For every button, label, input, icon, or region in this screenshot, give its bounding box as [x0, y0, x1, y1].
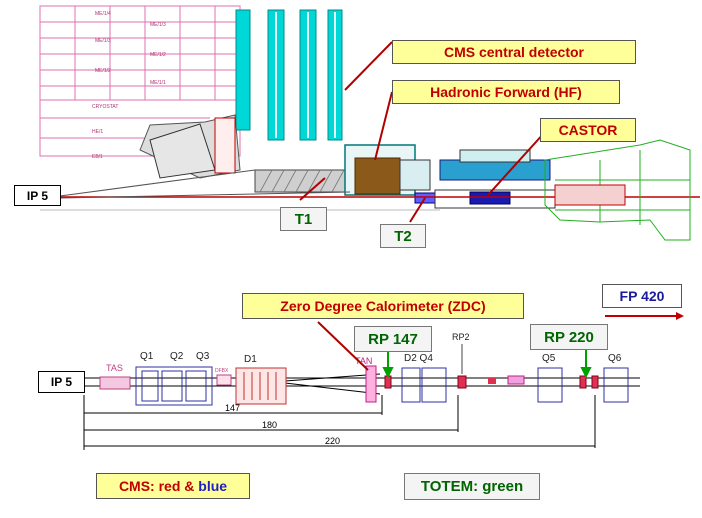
beamline-section: TAS Q1 Q2 Q3 DFBX D1 TAN D2 Q4 RP2 [83, 312, 684, 450]
cone-upper [59, 169, 256, 197]
label-ip5-top: IP 5 [14, 185, 61, 206]
label-cms-central-detector: CMS central detector [392, 40, 636, 64]
chamber-label: ME/1/3 [150, 22, 166, 28]
chamber-label: ME/1/3 [95, 38, 111, 44]
q3-label: Q3 [196, 351, 210, 362]
hf-calorimeter [354, 157, 401, 195]
tan-label: TAN [355, 356, 372, 366]
distance-147: 147 [225, 403, 240, 413]
endcap-calorimeter [139, 114, 241, 179]
pointer-arrows-top [299, 41, 546, 223]
d1-label: D1 [244, 354, 257, 365]
q1-label: Q1 [140, 351, 154, 362]
beam-diverge-lower [284, 382, 381, 395]
legend-cms-blue: blue [198, 478, 228, 494]
rp2-label: RP2 [452, 332, 470, 342]
rp220-pot-1 [579, 375, 587, 389]
tan-absorber [365, 365, 377, 403]
label-rp220: RP 220 [530, 324, 608, 350]
triplet-frame [135, 366, 213, 406]
rotating-shielding [544, 139, 691, 241]
muon-chamber-grid [39, 5, 241, 157]
chamber-label: ME/1/2 [95, 68, 111, 74]
muon-chamber-labels: ME/1/4 ME/1/3 ME/1/3 ME/1/2 ME/1/2 ME/1/… [92, 11, 166, 160]
chamber-label: ME/1/1 [150, 80, 166, 86]
q3-magnet [185, 370, 207, 402]
t1-hatching [259, 169, 345, 193]
muon-station-stripes [275, 12, 336, 138]
chamber-label: EB/1 [92, 154, 103, 160]
cms-detector-section: ME/1/4 ME/1/3 ME/1/3 ME/1/2 ME/1/2 ME/1/… [39, 5, 700, 241]
pointer-arrows-bottom [317, 321, 369, 371]
q6-label: Q6 [608, 353, 622, 364]
tas-absorber [99, 376, 131, 390]
legend-cms: CMS: red & blue [96, 473, 250, 499]
forward-shielding [439, 159, 551, 181]
dfbx-box [216, 374, 232, 386]
q4-magnet [421, 367, 447, 403]
cone-lower [59, 191, 351, 199]
legend-cms-prefix: CMS: red & [118, 478, 199, 494]
label-rp147: RP 147 [354, 326, 432, 352]
q2-label: Q2 [170, 351, 184, 362]
label-t1: T1 [280, 207, 327, 231]
fp420-arrowhead [676, 312, 684, 320]
rp2-pot [457, 375, 467, 389]
d2q4-label: D2 Q4 [404, 353, 433, 364]
green-arrows [382, 350, 592, 379]
q1-magnet [141, 370, 159, 402]
beam-element-b [507, 375, 525, 385]
chamber-label: ME/1/4 [95, 11, 111, 17]
dfbx-label: DFBX [215, 368, 229, 374]
chamber-label: HE/1 [92, 129, 103, 135]
tas-label: TAS [106, 363, 123, 373]
d1-coils [243, 372, 277, 400]
label-t2: T2 [380, 224, 426, 248]
label-ip5-bottom: IP 5 [38, 371, 85, 393]
collimator-block [554, 184, 626, 206]
q6-magnet [603, 367, 629, 403]
d2-magnet [401, 367, 421, 403]
q5-label: Q5 [542, 353, 556, 364]
rp220-pot-2 [591, 375, 599, 389]
legend-totem: TOTEM: green [404, 473, 540, 500]
label-hadronic-forward: Hadronic Forward (HF) [392, 80, 620, 104]
chamber-label: CRYOSTAT [92, 104, 118, 110]
beam-diverge-upper [284, 373, 381, 382]
beam-element-a [488, 378, 496, 384]
distance-markers [83, 395, 596, 450]
label-castor: CASTOR [540, 118, 636, 142]
forward-shielding-top [459, 149, 531, 163]
hf-shield [399, 159, 431, 191]
muon-stations [235, 9, 343, 141]
q5-magnet [537, 367, 563, 403]
distance-220: 220 [325, 436, 340, 446]
label-zdc: Zero Degree Calorimeter (ZDC) [242, 293, 524, 319]
label-fp420: FP 420 [602, 284, 682, 308]
q2-magnet [161, 370, 183, 402]
chamber-label: ME/1/2 [150, 52, 166, 58]
t1-telescope [254, 169, 351, 193]
distance-180: 180 [262, 420, 277, 430]
